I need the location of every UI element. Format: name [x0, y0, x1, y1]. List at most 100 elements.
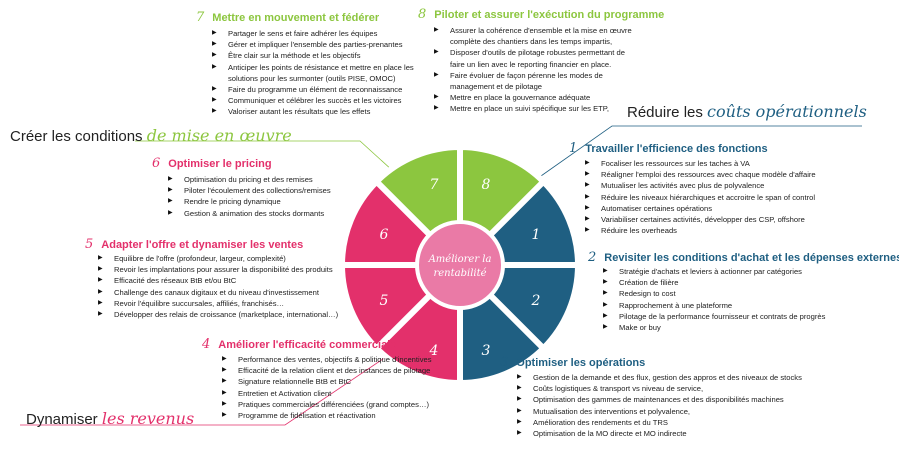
section-5-title: Adapter l'offre et dynamiser les ventes — [101, 239, 304, 251]
list-item: Développer des relais de croissance (mar… — [98, 309, 370, 320]
list-item: Entretien et Activation client — [222, 388, 482, 399]
list-item: Signature relationnelle BtB et BtC — [222, 376, 482, 387]
section-8-heading: 8 Piloter et assurer l'exécution du progr… — [418, 7, 664, 22]
section-7-number: 7 — [196, 10, 205, 25]
section-8-number: 8 — [418, 7, 427, 22]
section-5-heading: 5 Adapter l'offre et dynamiser les ventes — [85, 237, 303, 252]
list-item: Programme de fidélisation et réactivatio… — [222, 410, 482, 421]
section-3-title: Optimiser les opérations — [516, 357, 646, 369]
list-item: Être clair sur la méthode et les objecti… — [212, 50, 420, 61]
theme-reduire-prefix: Réduire les — [627, 104, 703, 121]
section-1-number: 1 — [569, 141, 578, 156]
section-6-title: Optimiser le pricing — [168, 158, 272, 170]
list-item: Equilibre de l'offre (profondeur, largeu… — [98, 253, 370, 264]
list-item: Gérer et impliquer l'ensemble des partie… — [212, 39, 420, 50]
wheel-number-4: 4 — [429, 343, 439, 359]
list-item: Efficacité des réseaux BtB et/ou BtC — [98, 275, 370, 286]
section-2-heading: 2 Revisiter les conditions d'achat et les… — [588, 250, 899, 265]
wheel-center — [415, 220, 505, 310]
section-1-title: Travailler l'efficience des fonctions — [585, 143, 768, 155]
connector-reduire — [530, 125, 862, 184]
list-item: Mettre en place la gouvernance adéquate — [434, 92, 634, 103]
list-item: Réaligner l'emploi des ressources avec c… — [585, 169, 885, 180]
section-8-list: Assurer la cohérence d'ensemble et la mi… — [434, 25, 634, 115]
wheel-number-2: 2 — [531, 293, 541, 309]
list-item: Coûts logistiques & transport vs niveau … — [517, 383, 887, 394]
section-6-heading: 6 Optimiser le pricing — [152, 156, 272, 171]
section-3-number: 3 — [500, 355, 509, 370]
section-7-heading: 7 Mettre en mouvement et fédérer — [196, 10, 379, 25]
list-item: Faire évoluer de façon pérenne les modes… — [434, 70, 634, 92]
list-item: Pilotage de la performance fournisseur e… — [603, 311, 883, 322]
list-item: Optimisation du pricing et des remises — [168, 174, 358, 185]
section-8-title: Piloter et assurer l'exécution du progra… — [434, 9, 665, 21]
theme-dynamiser-prefix: Dynamiser — [26, 411, 98, 428]
center-line-2: rentabilité — [433, 268, 486, 279]
list-item: Création de filière — [603, 277, 883, 288]
list-item: Mutualiser les activités avec plus de po… — [585, 180, 885, 191]
list-item: Make or buy — [603, 322, 883, 333]
section-5-list: Equilibre de l'offre (profondeur, largeu… — [98, 253, 370, 320]
list-item: Revoir l'équilibre succursales, affiliés… — [98, 298, 370, 309]
list-item: Faire du programme un élément de reconna… — [212, 84, 420, 95]
list-item: Partager le sens et faire adhérer les éq… — [212, 28, 420, 39]
theme-dynamiser: Dynamiser les revenus — [26, 409, 194, 428]
section-4-number: 4 — [202, 337, 211, 352]
section-6-number: 6 — [152, 156, 161, 171]
wheel-number-8: 8 — [482, 177, 491, 193]
theme-creer-emphasis: de mise en œuvre — [146, 126, 292, 145]
center-line-1: Améliorer la — [428, 254, 492, 265]
list-item: Optimisation des gammes de maintenances … — [517, 394, 887, 405]
section-4-list: Performance des ventes, objectifs & poli… — [222, 354, 482, 421]
section-1-heading: 1 Travailler l'efficience des fonctions — [569, 141, 768, 156]
list-item: Redesign to cost — [603, 288, 883, 299]
wheel-number-7: 7 — [430, 177, 439, 193]
list-item: Focaliser les ressources sur les taches … — [585, 158, 885, 169]
section-4-heading: 4 Améliorer l'efficacité commerciale — [202, 337, 396, 352]
section-3-heading: 3 Optimiser les opérations — [500, 355, 645, 370]
wheel-number-3: 3 — [482, 343, 491, 359]
list-item: Communiquer et célébrer les succès et le… — [212, 95, 420, 106]
section-4-title: Améliorer l'efficacité commerciale — [218, 339, 397, 351]
wheel-number-1: 1 — [532, 227, 541, 243]
theme-creer: Créer les conditions de mise en œuvre — [10, 126, 292, 145]
list-item: Amélioration des rendements et du TRS — [517, 417, 887, 428]
list-item: Gestion & animation des stocks dormants — [168, 208, 358, 219]
section-7-list: Partager le sens et faire adhérer les éq… — [212, 28, 420, 118]
section-2-number: 2 — [588, 250, 597, 265]
section-1-list: Focaliser les ressources sur les taches … — [585, 158, 885, 237]
list-item: Réduire les overheads — [585, 225, 885, 236]
list-item: Revoir les implantations pour assurer la… — [98, 264, 370, 275]
list-item: Réduire les niveaux hiérarchiques et acc… — [585, 192, 885, 203]
list-item: Stratégie d'achats et leviers à actionne… — [603, 266, 883, 277]
section-5-number: 5 — [85, 237, 94, 252]
list-item: Challenge des canaux digitaux et du nive… — [98, 287, 370, 298]
list-item: Pratiques commerciales différenciées (gr… — [222, 399, 482, 410]
theme-creer-prefix: Créer les conditions — [10, 128, 143, 145]
section-3-list: Gestion de la demande et des flux, gesti… — [517, 372, 887, 439]
list-item: Mutualisation des interventions et polyv… — [517, 406, 887, 417]
theme-dynamiser-emphasis: les revenus — [101, 409, 195, 428]
list-item: Optimisation de la MO directe et MO indi… — [517, 428, 887, 439]
list-item: Performance des ventes, objectifs & poli… — [222, 354, 482, 365]
list-item: Disposer d'outils de pilotage robustes p… — [434, 47, 634, 69]
section-2-title: Revisiter les conditions d'achat et les … — [604, 252, 899, 264]
list-item: Anticiper les points de résistance et me… — [212, 62, 420, 84]
list-item: Rendre le pricing dynamique — [168, 196, 358, 207]
list-item: Automatiser certaines opérations — [585, 203, 885, 214]
list-item: Mettre en place un suivi spécifique sur … — [434, 103, 634, 114]
list-item: Piloter l'écoulement des collections/rem… — [168, 185, 358, 196]
theme-reduire-emphasis: coûts opérationnels — [707, 102, 867, 121]
list-item: Assurer la cohérence d'ensemble et la mi… — [434, 25, 634, 47]
list-item: Valoriser autant les résultats que les e… — [212, 106, 420, 117]
list-item: Efficacité de la relation client et des … — [222, 365, 482, 376]
list-item: Variabiliser certaines activités, dévelo… — [585, 214, 885, 225]
wheel-number-6: 6 — [380, 227, 389, 243]
list-item: Rapprochement à une plateforme — [603, 300, 883, 311]
list-item: Gestion de la demande et des flux, gesti… — [517, 372, 887, 383]
section-6-list: Optimisation du pricing et des remises P… — [168, 174, 358, 219]
section-2-list: Stratégie d'achats et leviers à actionne… — [603, 266, 883, 333]
theme-reduire: Réduire les coûts opérationnels — [627, 102, 867, 121]
section-7-title: Mettre en mouvement et fédérer — [212, 12, 380, 24]
wheel-number-5: 5 — [380, 293, 389, 309]
